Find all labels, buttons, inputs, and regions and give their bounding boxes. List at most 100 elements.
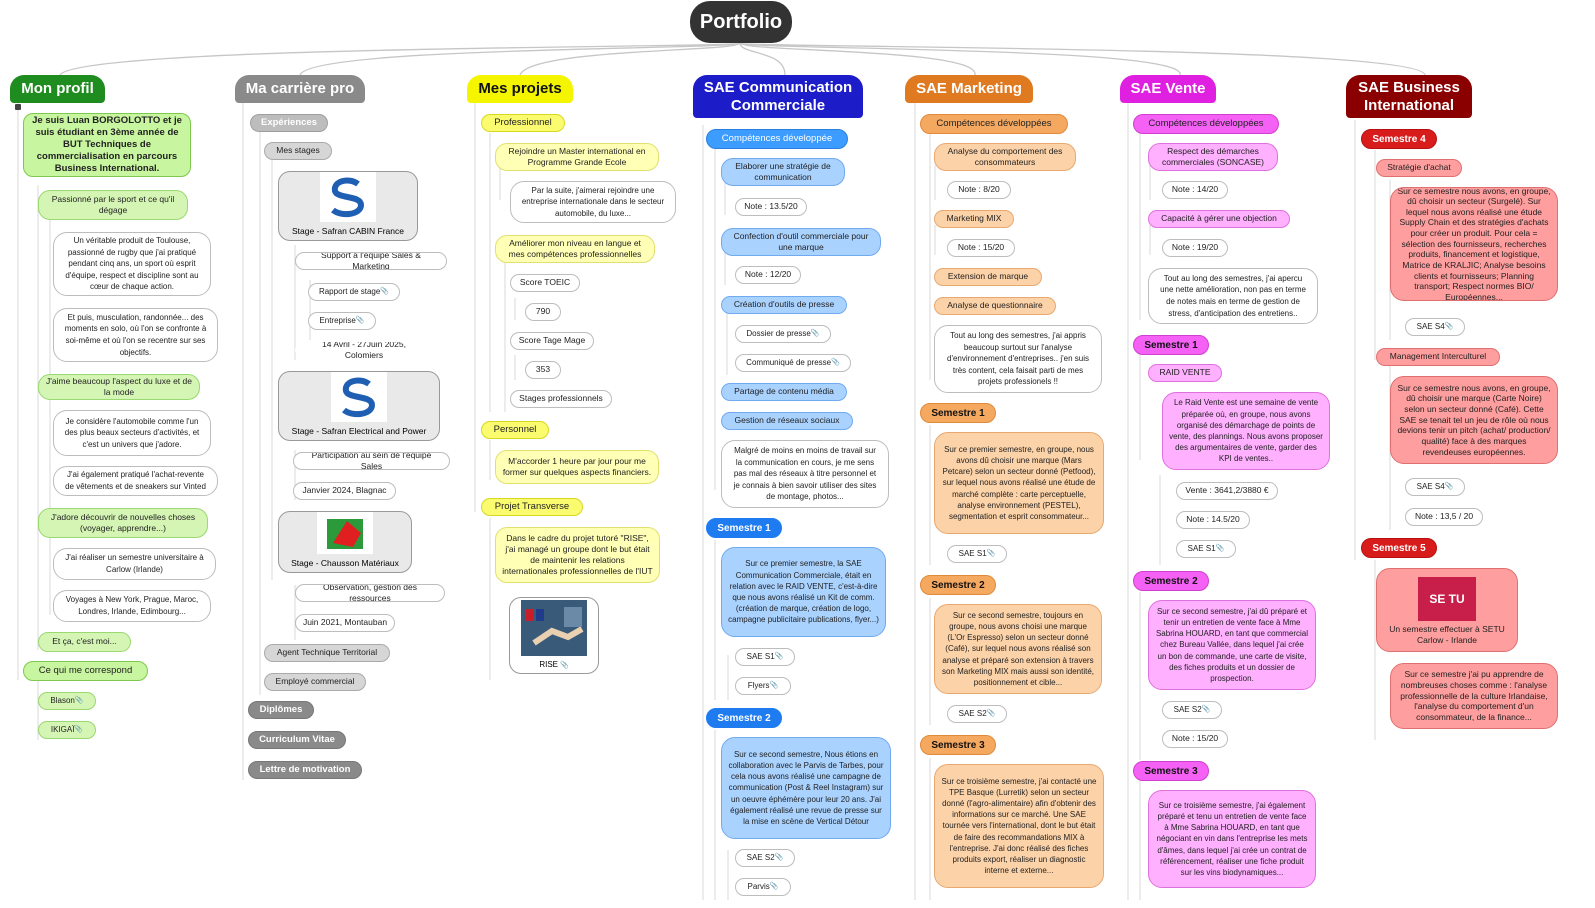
- marketing-s1-sae[interactable]: SAE S1: [947, 545, 1007, 563]
- comm-dossier[interactable]: Dossier de presse: [735, 325, 831, 343]
- stage-safran-electrical[interactable]: Stage - Safran Electrical and Power: [278, 371, 440, 441]
- profil-voyage-text-1: J'ai réaliser un semestre universitaire …: [53, 548, 216, 580]
- profil-luxe[interactable]: J'aime beaucoup l'aspect du luxe et de l…: [38, 374, 200, 400]
- vente-raid[interactable]: RAID VENTE: [1148, 364, 1222, 382]
- vente-objection[interactable]: Capacité à gérer une objection: [1148, 210, 1290, 228]
- vente-s2-sae[interactable]: SAE S2: [1162, 701, 1222, 719]
- business-s5-text[interactable]: Sur ce semestre j'ai pu apprendre de nom…: [1390, 663, 1558, 729]
- carriere-employe[interactable]: Employé commercial: [264, 673, 366, 691]
- projets-professionnel[interactable]: Professionnel: [481, 114, 565, 132]
- projets-personnel[interactable]: Personnel: [481, 421, 549, 439]
- profil-correspond[interactable]: Ce qui me correspond: [23, 661, 148, 681]
- business-strategie[interactable]: Stratégie d'achat: [1376, 159, 1462, 177]
- branch-mes-projets[interactable]: Mes projets: [467, 75, 573, 103]
- vente-s3-text[interactable]: Sur ce troisième semestre, j'ai égalemen…: [1148, 790, 1316, 888]
- vente-semestre-1[interactable]: Semestre 1: [1133, 335, 1209, 355]
- profil-sport-text-2: Et puis, musculation, randonnée... des m…: [53, 308, 218, 362]
- comm-outil[interactable]: Confection d'outil commerciale pour une …: [721, 228, 881, 256]
- comm-semestre-1[interactable]: Semestre 1: [706, 518, 782, 538]
- marketing-semestre-3[interactable]: Semestre 3: [920, 735, 996, 755]
- page-title[interactable]: Portfolio: [690, 1, 792, 43]
- vente-raid-text[interactable]: Le Raid Vente est une semaine de vente p…: [1162, 392, 1330, 470]
- carriere-experiences[interactable]: Expériences: [250, 114, 328, 132]
- comm-presse[interactable]: Création d'outils de presse: [721, 296, 847, 314]
- profil-sport[interactable]: Passionné par le sport et ce qu'il dégag…: [38, 190, 188, 220]
- projets-transverse-text[interactable]: Dans le cadre du projet tutoré "RISE", j…: [495, 527, 660, 583]
- marketing-analyse[interactable]: Analyse du comportement des consommateur…: [934, 143, 1076, 171]
- comm-s1-sae[interactable]: SAE S1: [735, 648, 795, 666]
- business-strategie-text[interactable]: Sur ce semestre nous avons, en groupe, d…: [1390, 187, 1558, 301]
- projets-rise-label: RISE: [539, 660, 568, 669]
- carriere-stages[interactable]: Mes stages: [264, 142, 332, 160]
- marketing-questionnaire[interactable]: Analyse de questionnaire: [934, 297, 1056, 315]
- profil-intro[interactable]: Je suis Luan BORGOLOTTO et je suis étudi…: [23, 113, 191, 177]
- comm-competences-text: Malgré de moins en moins de travail sur …: [721, 440, 889, 508]
- vente-raid-sae[interactable]: SAE S1: [1176, 540, 1236, 558]
- carriere-cv[interactable]: Curriculum Vitae: [248, 731, 346, 749]
- stage1-entreprise[interactable]: Entreprise: [308, 312, 376, 330]
- comm-s2-text[interactable]: Sur ce second semestre, Nous étions en c…: [721, 737, 891, 839]
- carriere-diplomes[interactable]: Diplômes: [248, 701, 314, 719]
- branch-sae-marketing[interactable]: SAE Marketing: [905, 75, 1033, 103]
- comm-strategie[interactable]: Elaborer une stratégie de communication: [721, 158, 845, 186]
- marketing-s1-text[interactable]: Sur ce premier semestre, en groupe, nous…: [934, 432, 1104, 534]
- collapse-toggle[interactable]: [15, 104, 21, 110]
- branch-sae-business[interactable]: SAE Business International: [1346, 75, 1472, 118]
- vente-respect[interactable]: Respect des démarches commerciales (SONC…: [1148, 143, 1278, 171]
- vente-s2-text[interactable]: Sur ce second semestre, j'ai dû préparé …: [1148, 600, 1316, 690]
- comm-semestre-2[interactable]: Semestre 2: [706, 708, 782, 728]
- marketing-mix[interactable]: Marketing MIX: [934, 210, 1014, 228]
- comm-competences[interactable]: Compétences développée: [706, 129, 848, 149]
- stage1-rapport[interactable]: Rapport de stage: [308, 283, 400, 301]
- marketing-s2-text[interactable]: Sur ce second semestre, toujours en grou…: [934, 604, 1102, 694]
- projets-langue[interactable]: Améliorer mon niveau en langue et mes co…: [495, 235, 655, 263]
- business-management-text[interactable]: Sur ce semestre nous avons, en groupe, d…: [1390, 376, 1558, 464]
- profil-moi[interactable]: Et ça, c'est moi...: [38, 632, 131, 652]
- vente-s2-note: Note : 15/20: [1162, 730, 1228, 748]
- carriere-agent[interactable]: Agent Technique Territorial: [264, 644, 390, 662]
- business-semestre-4[interactable]: Semestre 4: [1361, 129, 1437, 149]
- projets-tage[interactable]: Score Tage Mage: [510, 332, 594, 350]
- business-strategie-sae[interactable]: SAE S4: [1405, 318, 1465, 336]
- business-management-sae[interactable]: SAE S4: [1405, 478, 1465, 496]
- projets-toeic[interactable]: Score TOEIC: [510, 274, 580, 292]
- profil-voyage[interactable]: J'adore découvrir de nouvelles choses (v…: [38, 508, 208, 538]
- comm-s1-text[interactable]: Sur ce premier semestre, la SAE Communic…: [721, 547, 886, 637]
- vente-competences[interactable]: Compétences développées: [1133, 114, 1279, 134]
- comm-communique[interactable]: Communiqué de presse: [735, 354, 851, 372]
- stage2-participation[interactable]: Participation au sein de l'équipe Sales: [293, 452, 450, 470]
- vente-semestre-3[interactable]: Semestre 3: [1133, 761, 1209, 781]
- branch-sae-communication[interactable]: SAE Communication Commerciale: [693, 75, 863, 118]
- branch-ma-carriere-pro[interactable]: Ma carrière pro: [235, 75, 365, 103]
- comm-s2-sae[interactable]: SAE S2: [735, 849, 795, 867]
- comm-s1-flyers[interactable]: Flyers: [735, 677, 791, 695]
- marketing-extension[interactable]: Extension de marque: [934, 268, 1042, 286]
- marketing-competences[interactable]: Compétences développées: [920, 114, 1068, 134]
- stage3-observation[interactable]: Observation, gestion des ressources: [295, 584, 445, 602]
- marketing-semestre-2[interactable]: Semestre 2: [920, 575, 996, 595]
- stage-safran-cabin[interactable]: Stage - Safran CABIN France: [278, 171, 418, 241]
- profil-blason[interactable]: Blason: [38, 692, 96, 710]
- projets-perso-text[interactable]: M'accorder 1 heure par jour pour me form…: [495, 450, 659, 484]
- stage1-support[interactable]: Support à l'équipe Sales & Marketing: [295, 252, 447, 270]
- marketing-semestre-1[interactable]: Semestre 1: [920, 403, 996, 423]
- projets-stages[interactable]: Stages professionnels: [510, 390, 612, 408]
- projets-rise[interactable]: RISE: [509, 597, 599, 674]
- comm-media[interactable]: Partage de contenu média: [721, 383, 847, 401]
- branch-sae-vente[interactable]: SAE Vente: [1120, 75, 1216, 103]
- branch-mon-profil[interactable]: Mon profil: [10, 75, 105, 103]
- comm-s2-parvis[interactable]: Parvis: [735, 878, 791, 896]
- business-management[interactable]: Management Interculturel: [1376, 348, 1500, 366]
- vente-semestre-2[interactable]: Semestre 2: [1133, 571, 1209, 591]
- carriere-lettre[interactable]: Lettre de motivation: [248, 761, 362, 779]
- business-setu[interactable]: SE TU Un semestre effectuer à SETU Carlo…: [1376, 568, 1518, 652]
- safran-logo-icon: [320, 172, 376, 222]
- marketing-s3-text[interactable]: Sur ce troisième semestre, j'ai contacté…: [934, 764, 1104, 888]
- projets-master[interactable]: Rejoindre un Master international en Pro…: [495, 143, 659, 171]
- projets-transverse[interactable]: Projet Transverse: [481, 498, 583, 516]
- stage-chausson[interactable]: Stage - Chausson Matériaux: [278, 511, 412, 573]
- business-semestre-5[interactable]: Semestre 5: [1361, 538, 1437, 558]
- profil-ikigai[interactable]: IKIGAÏ: [38, 721, 96, 739]
- comm-reseaux[interactable]: Gestion de réseaux sociaux: [721, 412, 853, 430]
- marketing-s2-sae[interactable]: SAE S2: [947, 705, 1007, 723]
